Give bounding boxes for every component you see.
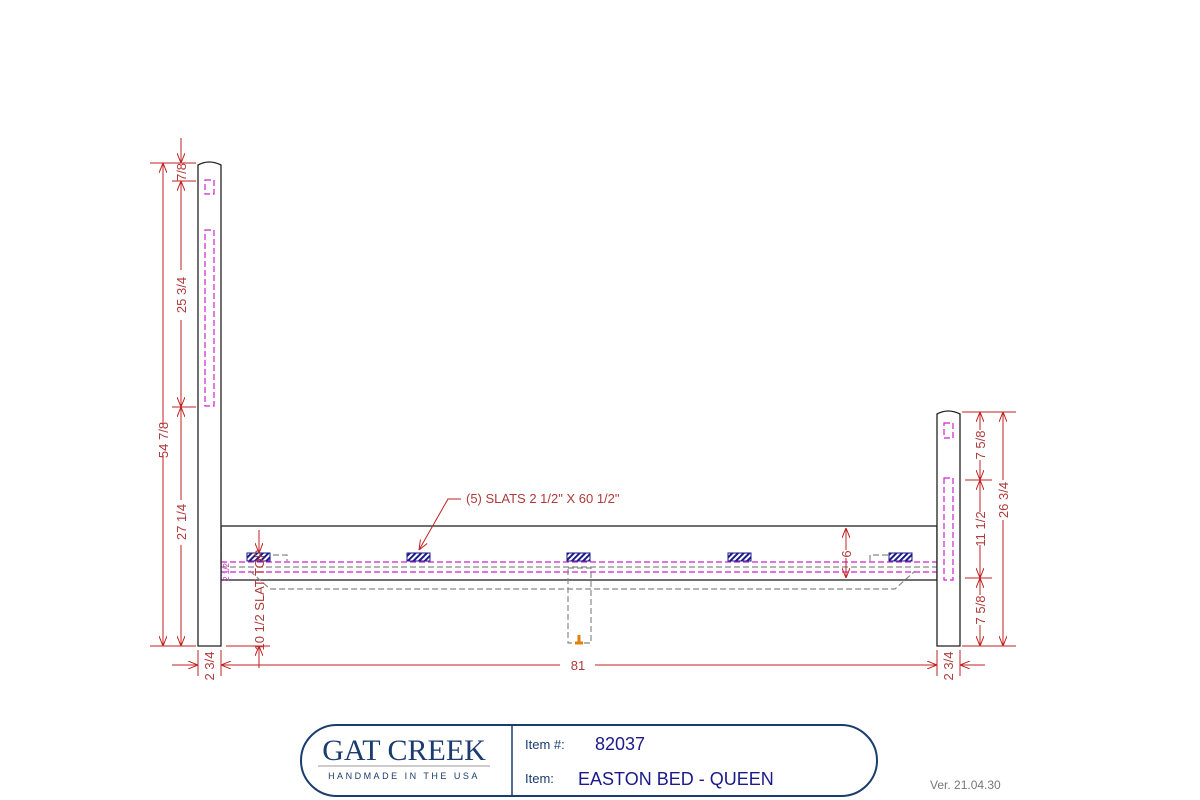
slat: [406, 552, 431, 562]
dim-rail-length: 81: [571, 658, 585, 673]
dim-footboard-total: 26 3/4: [996, 482, 1011, 518]
dim-headboard-lower: 27 1/4: [174, 504, 189, 540]
mortise-hidden: [204, 179, 215, 195]
item-label: Item:: [525, 771, 554, 786]
dim-footboard-upper: 7 5/8: [973, 431, 988, 460]
headboard-post: [197, 161, 222, 647]
mortise-hidden: [204, 229, 215, 407]
item-name: EASTON BED - QUEEN: [578, 769, 774, 789]
mortise-hidden: [943, 477, 954, 581]
slat: [888, 552, 913, 562]
dim-headboard-top: 7/8: [174, 163, 189, 181]
mortise-hidden: [943, 422, 954, 439]
dim-headboard-upper: 25 3/4: [174, 277, 189, 313]
slat: [727, 552, 752, 562]
dim-tenon: 2 1/2: [222, 563, 231, 581]
slats-callout: (5) SLATS 2 1/2" X 60 1/2": [466, 491, 620, 506]
footboard-dimensions: 7 5/8 11 1/2 7 5/8 26 3/4: [962, 411, 1016, 647]
dim-footboard-mid: 11 1/2: [973, 511, 988, 546]
hidden-line: [869, 554, 889, 561]
item-number-label: Item #:: [525, 737, 565, 752]
hidden-ledger: [249, 570, 916, 590]
version-label: Ver. 21.04.30: [930, 778, 1001, 792]
dim-post-width-left: 2 3/4: [202, 652, 217, 681]
callout-leader: [419, 498, 461, 550]
title-block: GAT CREEK HANDMADE IN THE USA Item #: 82…: [300, 724, 878, 797]
dim-rail-height: 6: [839, 550, 854, 557]
slat: [566, 552, 591, 562]
logo-tagline: HANDMADE IN THE USA: [328, 771, 480, 781]
dim-post-width-right: 2 3/4: [941, 652, 956, 681]
dim-slat-top: 10 1/2 SLAT TOP: [252, 550, 267, 651]
dim-footboard-lower: 7 5/8: [973, 596, 988, 625]
dim-headboard-total: 54 7/8: [156, 422, 171, 458]
headboard-dimensions: 54 7/8 7/8 25 3/4 27 1/4: [150, 138, 196, 647]
center-leg-foot-icon: [575, 635, 583, 645]
footboard-post: [936, 410, 961, 647]
length-dimensions: 81 2 3/4 2 3/4 10 1/2 SLAT TOP 2 1/2 6: [172, 528, 985, 680]
item-number: 82037: [595, 734, 645, 754]
logo-name: GAT CREEK: [322, 734, 486, 767]
